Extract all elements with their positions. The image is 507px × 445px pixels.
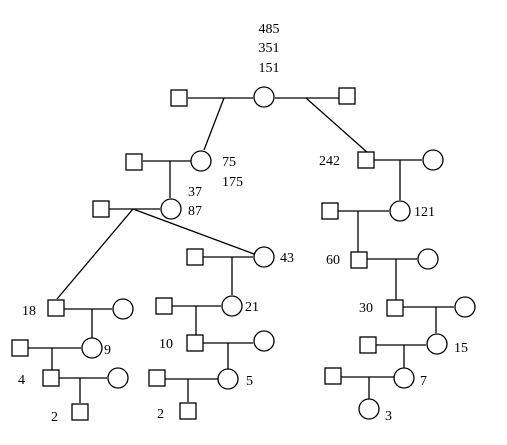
node-labels: 75 175 37 87 43 21 242 121 60 30 15 7 3 …	[18, 154, 468, 425]
node-label: 37	[188, 185, 202, 200]
female-node	[454, 296, 476, 318]
node-label: 121	[414, 205, 435, 220]
male-node	[324, 367, 342, 385]
node-label: 87	[188, 204, 202, 219]
female-node	[253, 330, 275, 352]
male-node	[357, 151, 375, 169]
node-label: 43	[280, 251, 294, 266]
male-node	[92, 200, 110, 218]
female-node	[417, 248, 439, 270]
male-node	[338, 87, 356, 105]
node-label: 242	[319, 154, 340, 169]
title-line-1: 485	[259, 22, 280, 37]
female-node	[107, 367, 129, 389]
title-line-2: 351	[259, 41, 280, 56]
male-node	[42, 369, 60, 387]
female-node	[160, 198, 182, 220]
male-node	[186, 334, 204, 352]
female-node	[81, 337, 103, 359]
node-label: 9	[104, 343, 111, 358]
node-label: 3	[385, 409, 392, 424]
node-label: 7	[420, 374, 427, 389]
connector-lines	[28, 97, 454, 403]
male-node	[350, 251, 368, 269]
female-node	[253, 86, 275, 108]
node-label: 15	[454, 341, 468, 356]
female-node	[112, 298, 134, 320]
female-node	[389, 200, 411, 222]
node-label: 175	[222, 175, 243, 190]
male-node	[359, 336, 377, 354]
pedigree-nodes	[11, 86, 476, 421]
male-node	[11, 339, 29, 357]
female-node	[426, 333, 448, 355]
male-node	[71, 403, 89, 421]
node-label: 21	[245, 300, 259, 315]
male-node	[155, 297, 173, 315]
node-label: 4	[18, 373, 25, 388]
node-label: 10	[159, 337, 173, 352]
female-node	[253, 246, 275, 268]
female-node	[221, 295, 243, 317]
node-label: 60	[326, 253, 340, 268]
male-node	[179, 402, 197, 420]
male-node	[125, 153, 143, 171]
male-node	[321, 202, 339, 220]
node-label: 2	[157, 407, 164, 422]
female-node	[190, 150, 212, 172]
node-label: 2	[51, 410, 58, 425]
male-node	[386, 299, 404, 317]
male-node	[170, 89, 188, 107]
node-label: 75	[222, 155, 236, 170]
node-label: 18	[22, 304, 36, 319]
female-node	[217, 368, 239, 390]
male-node	[186, 248, 204, 266]
male-node	[47, 299, 65, 317]
node-label: 30	[359, 301, 373, 316]
node-label: 5	[246, 374, 253, 389]
title-line-3: 151	[259, 61, 280, 76]
female-node	[422, 149, 444, 171]
male-node	[148, 369, 166, 387]
female-node	[358, 398, 380, 420]
female-node	[393, 367, 415, 389]
